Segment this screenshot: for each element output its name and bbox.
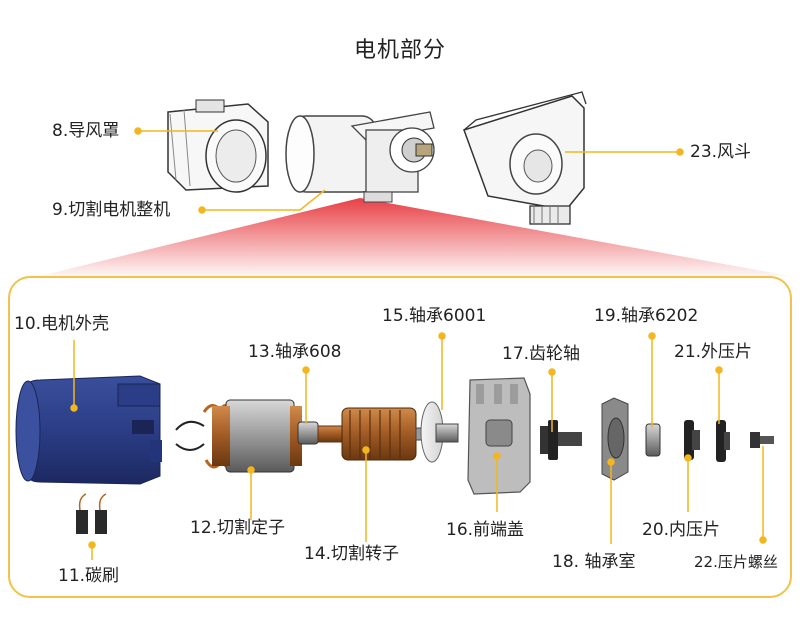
carbon-brush-image <box>76 493 107 534</box>
label-bearing-housing: 18. 轴承室 <box>552 552 636 572</box>
label-stator: 12.切割定子 <box>190 518 286 538</box>
outer-plate-image <box>716 420 730 462</box>
top-leader-lines <box>134 127 684 214</box>
air-guide-image <box>167 99 269 193</box>
label-air-guide: 8.导风罩 <box>52 121 120 141</box>
label-plate-screw: 22.压片螺丝 <box>694 553 778 571</box>
part-leader-lines <box>70 332 767 560</box>
page-title: 电机部分 <box>353 38 446 63</box>
parts-panel <box>8 276 792 598</box>
label-carbon-brush: 11.碳刷 <box>58 566 120 586</box>
stator-image <box>175 399 302 473</box>
bearing-6202-image <box>645 423 661 457</box>
label-rotor: 14.切割转子 <box>304 544 400 564</box>
front-cover-image <box>467 377 531 495</box>
label-gear-shaft: 17.齿轮轴 <box>502 344 581 364</box>
label-motor-assembly: 9.切割电机整机 <box>52 200 171 220</box>
motor-assembly-image <box>285 111 435 203</box>
zoom-highlight <box>40 198 790 276</box>
label-motor-housing: 10.电机外壳 <box>14 314 110 334</box>
inner-plate-image <box>684 420 700 460</box>
air-duct-image <box>463 91 587 225</box>
plate-screw-image <box>750 432 774 448</box>
label-bearing-6202: 19.轴承6202 <box>594 306 699 326</box>
gear-shaft-image <box>540 420 582 460</box>
label-outer-plate: 21.外压片 <box>674 342 753 362</box>
label-air-duct: 23.风斗 <box>690 142 752 162</box>
label-front-cover: 16.前端盖 <box>446 520 525 540</box>
label-inner-plate: 20.内压片 <box>642 520 721 540</box>
label-bearing-608: 13.轴承608 <box>248 342 342 362</box>
label-bearing-6001: 15.轴承6001 <box>382 306 487 326</box>
bearing-6001-image <box>420 401 459 463</box>
motor-housing-image <box>15 375 162 485</box>
